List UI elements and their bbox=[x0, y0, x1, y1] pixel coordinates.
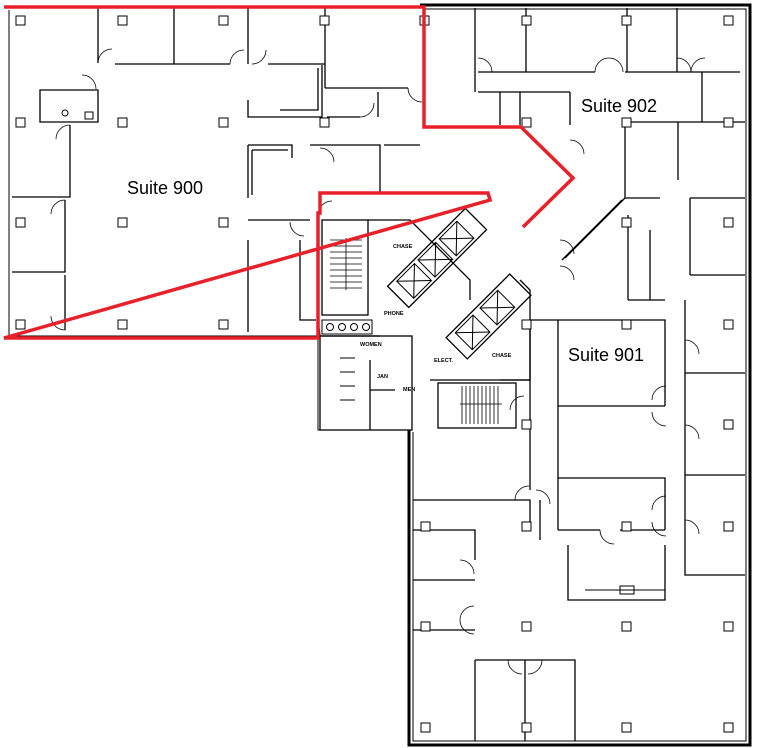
suite-900-label[interactable]: Suite 900 bbox=[127, 178, 203, 198]
elect-label: ELECT. bbox=[434, 358, 453, 364]
suite-902-walls bbox=[474, 8, 745, 276]
door-swings bbox=[50, 48, 706, 675]
suite-900-walls bbox=[12, 8, 420, 332]
jan-label: JAN bbox=[377, 374, 388, 380]
men-label: MEN bbox=[403, 387, 415, 393]
chase-label-1: CHASE bbox=[393, 244, 413, 250]
phone-label: PHONE bbox=[384, 311, 404, 317]
lower-wing-walls bbox=[413, 499, 576, 741]
suite-901-walls bbox=[529, 215, 745, 601]
suite-902-label[interactable]: Suite 902 bbox=[581, 96, 657, 116]
building-core bbox=[317, 207, 532, 431]
structural-columns bbox=[15, 15, 734, 733]
women-label: WOMEN bbox=[360, 342, 382, 348]
suite-901-label[interactable]: Suite 901 bbox=[568, 345, 644, 365]
suite-900-outline[interactable] bbox=[3, 5, 576, 340]
chase-label-2: CHASE bbox=[492, 353, 512, 359]
